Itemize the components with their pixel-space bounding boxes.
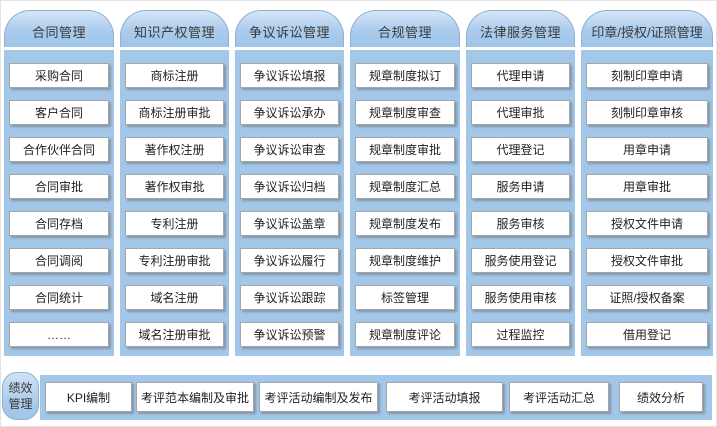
column-title: 合同管理 (31, 25, 86, 40)
module-item: 争议诉讼承办 (240, 100, 339, 125)
module-item: 服务使用登记 (471, 248, 570, 273)
module-item: 采购合同 (9, 63, 109, 88)
column-title: 合规管理 (377, 25, 432, 40)
module-item: 合同审批 (9, 174, 109, 199)
module-item: 规章制度汇总 (355, 174, 455, 199)
column-dispute-litigation-management: 争议诉讼管理 争议诉讼填报 争议诉讼承办 争议诉讼审查 争议诉讼归档 争议诉讼盖… (235, 10, 344, 356)
column-body: 规章制度拟订 规章制度审查 规章制度审批 规章制度汇总 规章制度发布 规章制度维… (350, 50, 460, 356)
module-item: 用章审批 (586, 174, 708, 199)
module-item: 争议诉讼归档 (240, 174, 339, 199)
column-header: 知识产权管理 (120, 10, 229, 47)
module-item: 代理登记 (471, 137, 570, 162)
module-item: 规章制度发布 (355, 211, 455, 236)
module-item-ellipsis: …… (9, 322, 109, 347)
column-title: 法律服务管理 (479, 25, 561, 40)
module-item: 过程监控 (471, 322, 570, 347)
column-header: 合同管理 (4, 10, 114, 47)
module-item: 服务使用审核 (471, 285, 570, 310)
performance-management-row: KPI编制 考评范本编制及审批 考评活动编制及发布 考评活动填报 考评活动汇总 … (40, 375, 712, 420)
module-item: 规章制度审查 (355, 100, 455, 125)
module-item: 争议诉讼盖章 (240, 211, 339, 236)
module-item: 规章制度审批 (355, 137, 455, 162)
module-item: 规章制度维护 (355, 248, 455, 273)
column-title: 印章/授权/证照管理 (591, 25, 703, 40)
module-item: 绩效分析 (619, 382, 703, 412)
module-item: 授权文件审批 (586, 248, 708, 273)
module-item: 代理申请 (471, 63, 570, 88)
column-body: 争议诉讼填报 争议诉讼承办 争议诉讼审查 争议诉讼归档 争议诉讼盖章 争议诉讼履… (235, 50, 344, 356)
module-item: KPI编制 (45, 382, 132, 412)
module-item: 争议诉讼预警 (240, 322, 339, 347)
column-seal-authorization-license-management: 印章/授权/证照管理 刻制印章申请 刻制印章审核 用章申请 用章审批 授权文件申… (581, 10, 713, 356)
column-body: 商标注册 商标注册审批 著作权注册 著作权审批 专利注册 专利注册审批 域名注册… (120, 50, 229, 356)
module-item: 合同调阅 (9, 248, 109, 273)
module-item: 代理审批 (471, 100, 570, 125)
module-item: 规章制度评论 (355, 322, 455, 347)
module-item: 服务审核 (471, 211, 570, 236)
module-item: 争议诉讼跟踪 (240, 285, 339, 310)
module-item: 证照/授权备案 (586, 285, 708, 310)
module-item: 考评活动填报 (386, 382, 503, 412)
module-item: 客户合同 (9, 100, 109, 125)
module-item: 服务申请 (471, 174, 570, 199)
module-item: 专利注册 (125, 211, 224, 236)
module-item: 考评活动编制及发布 (259, 382, 378, 412)
module-item: 考评活动汇总 (509, 382, 609, 412)
column-body: 刻制印章申请 刻制印章审核 用章申请 用章审批 授权文件申请 授权文件审批 证照… (581, 50, 713, 356)
column-compliance-management: 合规管理 规章制度拟订 规章制度审查 规章制度审批 规章制度汇总 规章制度发布 … (350, 10, 460, 356)
module-item: 争议诉讼履行 (240, 248, 339, 273)
module-item: 标签管理 (355, 285, 455, 310)
module-item: 合同统计 (9, 285, 109, 310)
performance-title: 绩效管理 (8, 380, 33, 411)
column-body: 代理申请 代理审批 代理登记 服务申请 服务审核 服务使用登记 服务使用审核 过… (466, 50, 575, 356)
column-header: 印章/授权/证照管理 (581, 10, 713, 47)
module-item: 商标注册 (125, 63, 224, 88)
column-header: 合规管理 (350, 10, 460, 47)
column-title: 知识产权管理 (133, 25, 215, 40)
module-item: 刻制印章申请 (586, 63, 708, 88)
module-item: 著作权注册 (125, 137, 224, 162)
module-item: 合同存档 (9, 211, 109, 236)
module-item: 考评范本编制及审批 (136, 382, 254, 412)
module-item: 刻制印章审核 (586, 100, 708, 125)
module-item: 域名注册审批 (125, 322, 224, 347)
column-ip-management: 知识产权管理 商标注册 商标注册审批 著作权注册 著作权审批 专利注册 专利注册… (120, 10, 229, 356)
column-header: 争议诉讼管理 (235, 10, 344, 47)
module-item: 著作权审批 (125, 174, 224, 199)
module-item: 用章申请 (586, 137, 708, 162)
column-body: 采购合同 客户合同 合作伙伴合同 合同审批 合同存档 合同调阅 合同统计 …… (4, 50, 114, 356)
column-title: 争议诉讼管理 (248, 25, 330, 40)
performance-management-label: 绩效管理 (2, 372, 39, 420)
module-item: 争议诉讼填报 (240, 63, 339, 88)
module-item: 争议诉讼审查 (240, 137, 339, 162)
column-header: 法律服务管理 (466, 10, 575, 47)
module-item: 规章制度拟订 (355, 63, 455, 88)
module-item: 域名注册 (125, 285, 224, 310)
column-contract-management: 合同管理 采购合同 客户合同 合作伙伴合同 合同审批 合同存档 合同调阅 合同统… (4, 10, 114, 356)
module-item: 专利注册审批 (125, 248, 224, 273)
module-item: 合作伙伴合同 (9, 137, 109, 162)
module-item: 借用登记 (586, 322, 708, 347)
module-item: 授权文件申请 (586, 211, 708, 236)
module-item: 商标注册审批 (125, 100, 224, 125)
module-columns: 合同管理 采购合同 客户合同 合作伙伴合同 合同审批 合同存档 合同调阅 合同统… (4, 10, 713, 356)
column-legal-service-management: 法律服务管理 代理申请 代理审批 代理登记 服务申请 服务审核 服务使用登记 服… (466, 10, 575, 356)
